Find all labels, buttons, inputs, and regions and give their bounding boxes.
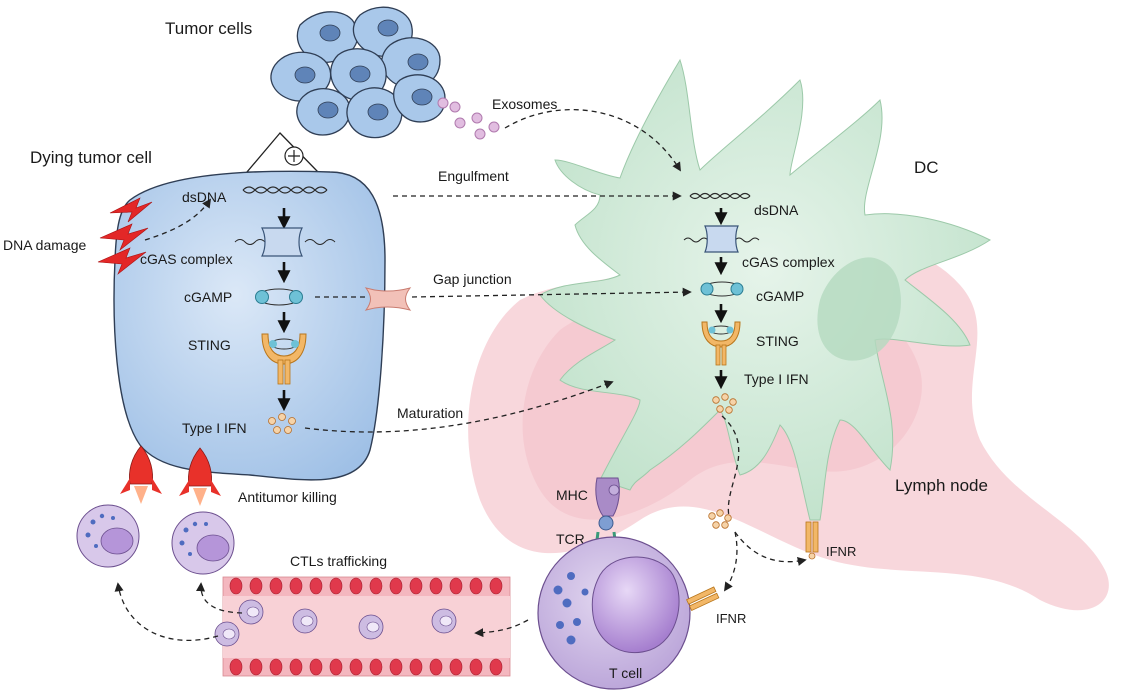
dna-damage-label: DNA damage xyxy=(3,237,86,253)
tumor-dsdna-label: dsDNA xyxy=(182,189,227,205)
t-cell-label: T cell xyxy=(609,665,642,681)
mhc-label: MHC xyxy=(556,487,588,503)
dna-strand-icon xyxy=(689,192,751,200)
tcell-into-vessel-arrow xyxy=(474,619,529,638)
ifn-cluster-icon xyxy=(268,413,296,434)
tumor-cell-cluster xyxy=(270,6,446,139)
lymph-node-label: Lymph node xyxy=(895,476,988,495)
tumor-cells-label: Tumor cells xyxy=(165,19,252,38)
ifnr-dc-label: IFNR xyxy=(826,544,856,559)
ifnr-tcell-receptor-icon xyxy=(686,586,720,612)
dc-cgas-label: cGAS complex xyxy=(742,254,835,270)
gap-junction-arrow-right xyxy=(411,287,692,298)
lightning-icon xyxy=(97,197,153,275)
cgas-complex-icon xyxy=(683,225,760,253)
t-cell xyxy=(537,536,691,690)
sting-receptor-icon xyxy=(701,321,741,366)
rocket-icon xyxy=(120,445,162,504)
blood-vessel xyxy=(214,576,511,677)
ifnr-tcell-label: IFNR xyxy=(716,611,746,626)
dc-pathway: dsDNA cGAS complex cGAMP STING T xyxy=(683,192,835,414)
tcr-label: TCR xyxy=(556,531,585,547)
tumor-to-dying-connector xyxy=(245,132,320,173)
dendritic-cell xyxy=(539,58,991,521)
cgas-complex-icon xyxy=(234,227,336,257)
tumor-pathway: dsDNA cGAS complex cGAMP xyxy=(140,186,336,436)
gap-junction-label: Gap junction xyxy=(433,271,512,287)
engulfment-label: Engulfment xyxy=(438,168,509,184)
tumor-cgas-label: cGAS complex xyxy=(140,251,233,267)
rocket-icon xyxy=(179,447,221,506)
ifn-cluster-icon xyxy=(712,393,737,414)
ctls-trafficking-label: CTLs trafficking xyxy=(290,553,387,569)
dna-strand-icon xyxy=(242,186,328,194)
dc-label: DC xyxy=(914,158,939,177)
ifnr-dc-receptor-icon xyxy=(805,521,819,560)
cgamp-icon xyxy=(700,281,744,297)
ifn-secretion-arrow xyxy=(721,415,740,521)
maturation-label: Maturation xyxy=(397,405,463,421)
ctl-exit-arrow-left xyxy=(114,582,219,642)
exosomes-label: Exosomes xyxy=(492,96,557,112)
dc-sting-label: STING xyxy=(756,333,799,349)
sting-receptor-icon xyxy=(261,333,307,385)
maturation-arrow xyxy=(304,380,614,433)
dc-cgamp-label: cGAMP xyxy=(756,288,804,304)
exosome-arrow xyxy=(504,109,681,172)
tumor-sting-label: STING xyxy=(188,337,231,353)
dying-tumor-cell-label: Dying tumor cell xyxy=(30,148,152,167)
dc-ifn-label: Type I IFN xyxy=(744,371,809,387)
ifn-to-tcell-receptor-arrow xyxy=(723,531,738,592)
tumor-ifn-label: Type I IFN xyxy=(182,420,247,436)
tumor-cgamp-label: cGAMP xyxy=(184,289,232,305)
exosome-cluster xyxy=(437,97,500,140)
gap-junction-icon xyxy=(364,287,412,311)
ctl-cell-right xyxy=(171,511,235,575)
antitumor-killing-label: Antitumor killing xyxy=(238,489,337,505)
ctl-cell-left xyxy=(76,504,140,568)
ifn-to-dc-receptor-arrow xyxy=(734,531,807,566)
dying-tumor-cell xyxy=(113,170,386,481)
dna-damage-arrow xyxy=(144,198,212,241)
dc-dsdna-label: dsDNA xyxy=(754,202,799,218)
ifn-cluster-icon xyxy=(708,509,732,529)
cgamp-icon xyxy=(255,288,303,306)
